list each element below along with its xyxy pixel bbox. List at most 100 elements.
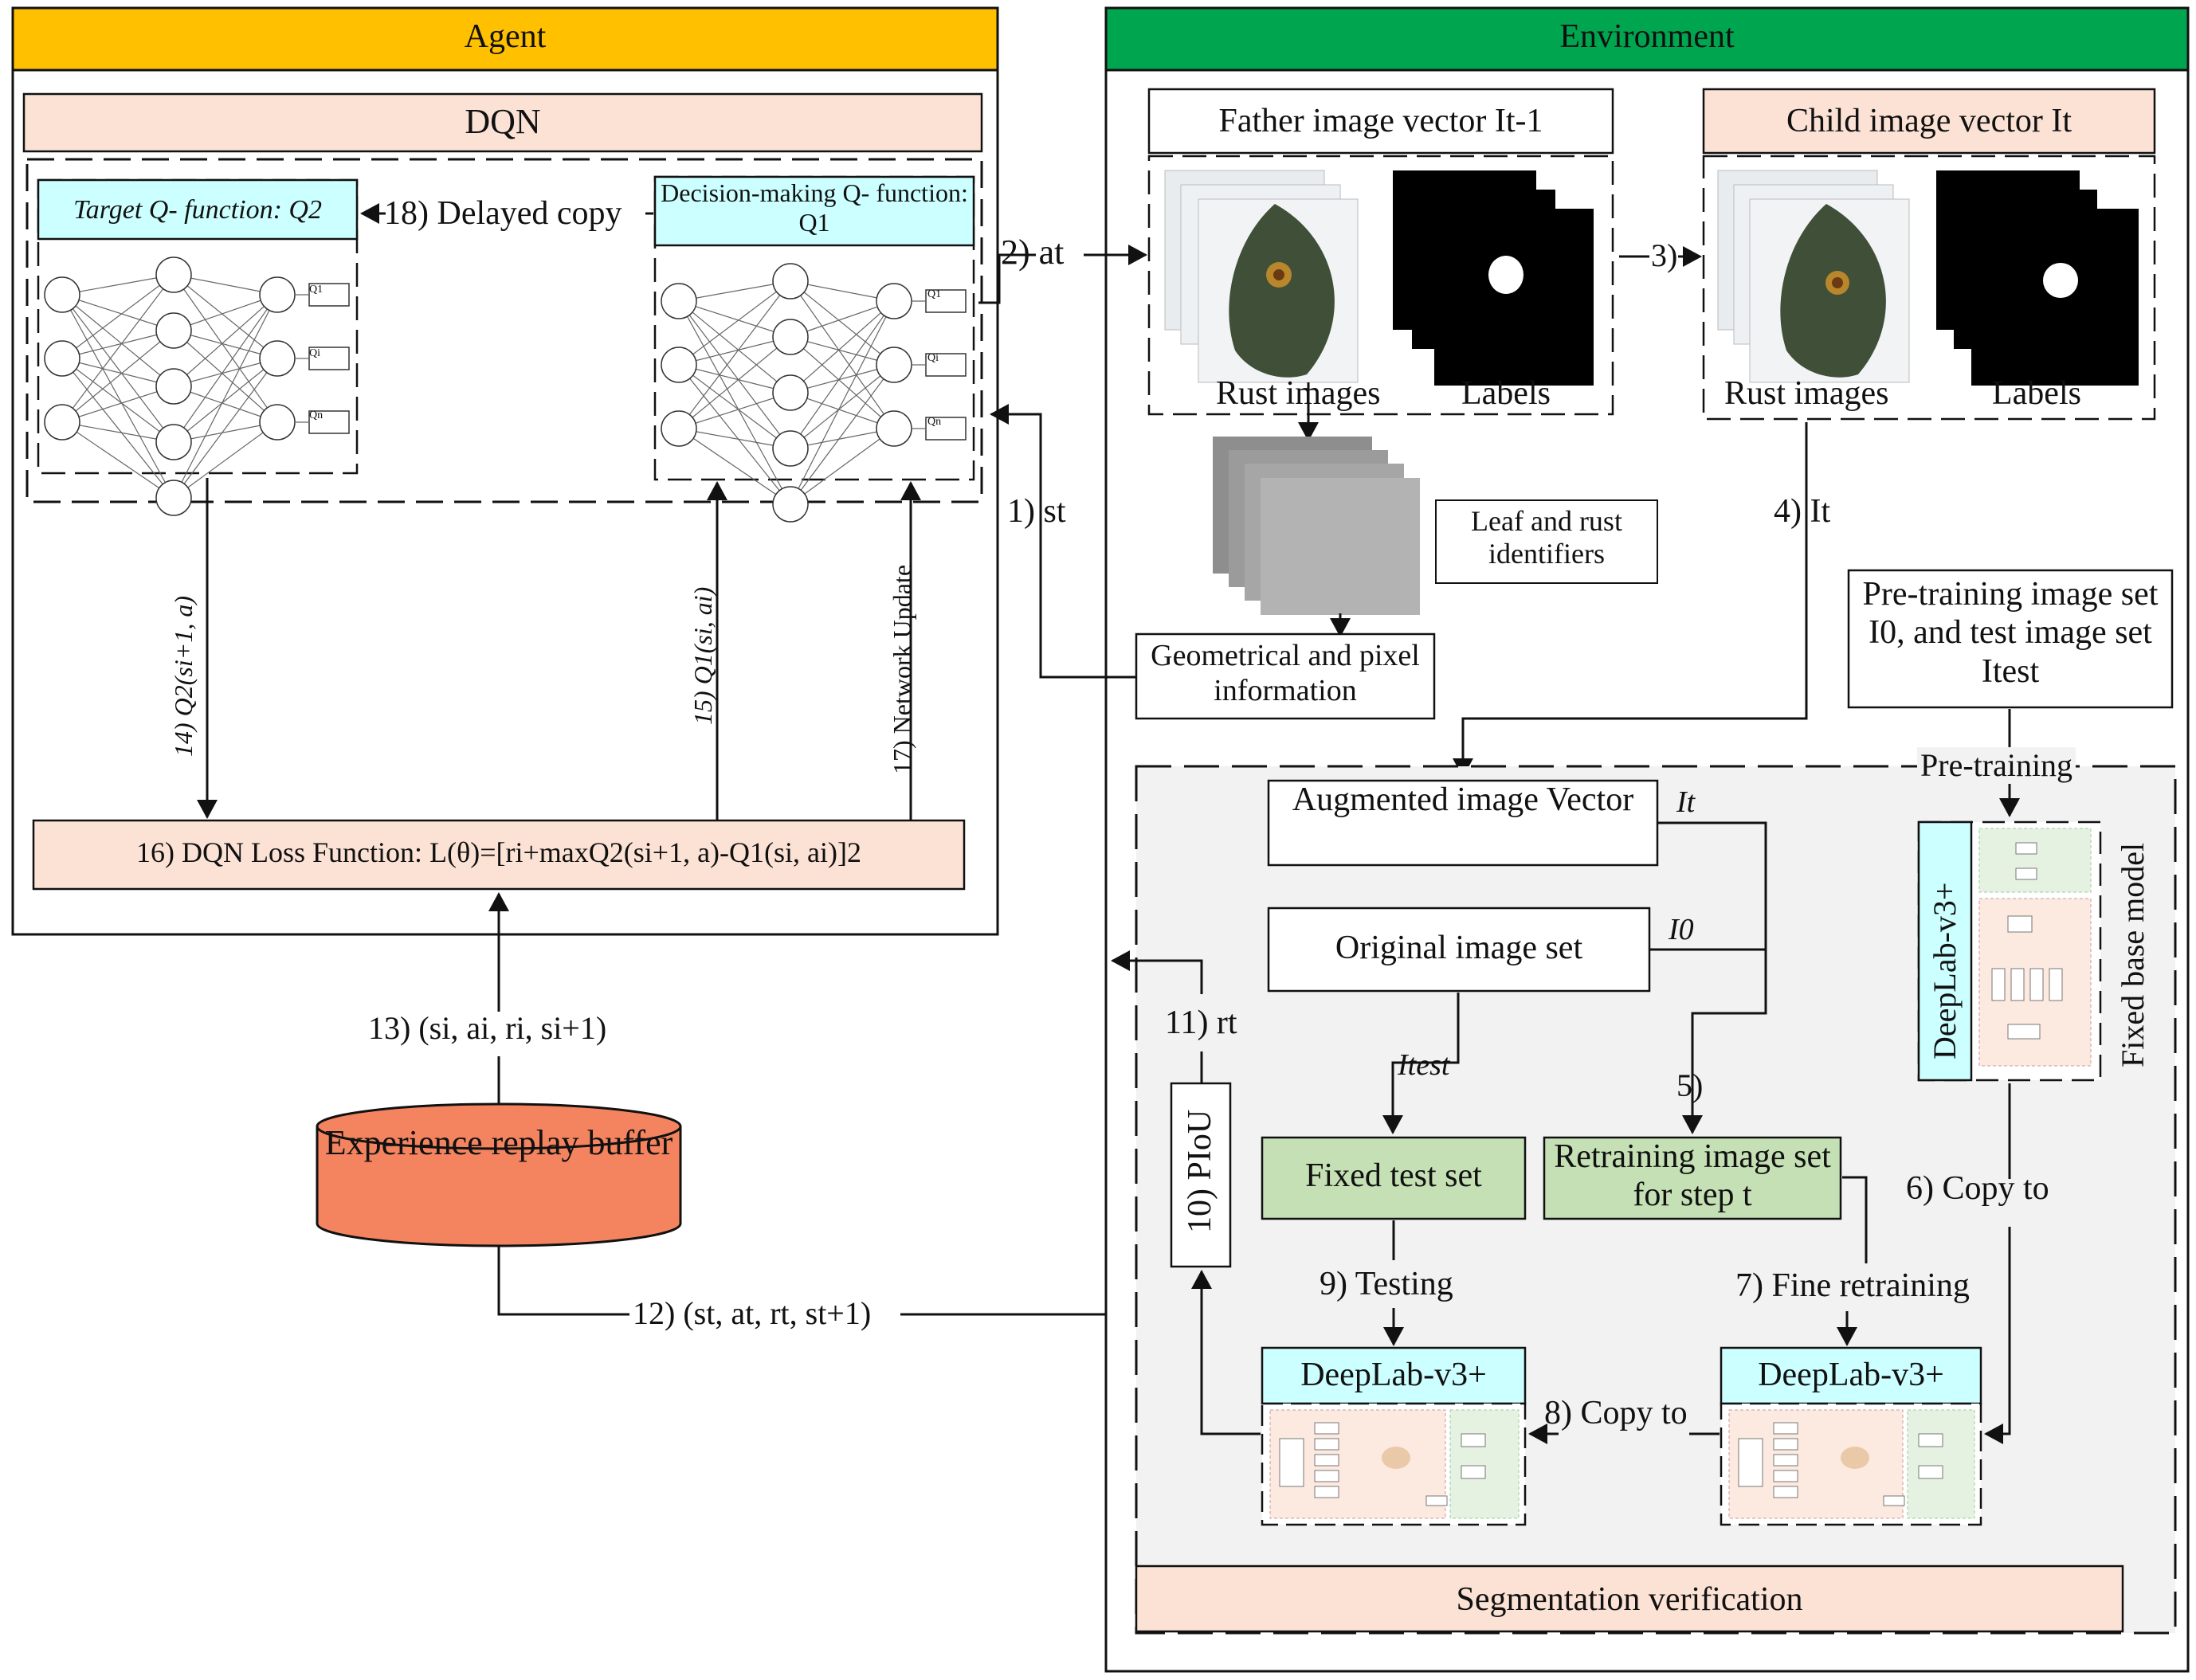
nn-edge xyxy=(678,428,791,505)
father-vector-box xyxy=(1147,88,1614,155)
loss-function-label: 16) DQN Loss Function: L(θ)=[ri+maxQ2(si… xyxy=(136,836,861,868)
deeplab-base-architecture xyxy=(1978,828,2092,1067)
deeplab-retrain-architecture xyxy=(1728,1409,1975,1519)
nn-edge xyxy=(173,358,278,499)
nn-edge xyxy=(61,386,175,423)
nn-node xyxy=(155,424,192,460)
edge-11 xyxy=(1111,950,1203,994)
nn-edge xyxy=(790,280,895,429)
nn-edge xyxy=(173,294,278,331)
edge-3-label: 3) xyxy=(1651,237,1678,273)
environment-panel xyxy=(1104,6,2190,1673)
nn-edge xyxy=(678,280,791,429)
deeplab-retrain-label: DeepLab-v3+ xyxy=(1758,1357,1944,1393)
nn-edge xyxy=(678,336,791,366)
nn-node xyxy=(44,340,80,377)
edge-6-label: 6) Copy to xyxy=(1906,1170,2049,1207)
nn-node xyxy=(44,276,80,313)
nn-edge xyxy=(61,330,175,423)
agent-header xyxy=(11,6,999,72)
decision-q-out-1: Q1 xyxy=(927,288,942,300)
edge-6 xyxy=(1984,1227,2011,1444)
nn-edge xyxy=(678,336,791,429)
nn-edge xyxy=(173,294,278,443)
decision-q-out-n: Qn xyxy=(927,416,942,428)
dqn-region xyxy=(25,158,983,503)
nn-edge xyxy=(173,274,278,423)
nn-node xyxy=(259,340,296,377)
nn-node xyxy=(772,374,809,411)
father-label-masks xyxy=(1393,170,1594,386)
nn-edge xyxy=(678,364,791,394)
nn-edge xyxy=(678,300,791,449)
identifier-stack xyxy=(1213,382,1420,637)
nn-output-box xyxy=(925,353,967,377)
child-vector-box xyxy=(1702,88,2156,155)
deeplab-base-label: DeepLab-v3+ xyxy=(1927,882,1963,1059)
nn-edge xyxy=(173,294,278,387)
nn-edge xyxy=(173,330,278,423)
nn-node xyxy=(155,257,192,293)
edge-11-label: 11) rt xyxy=(1165,1004,1237,1041)
edge-9-label: 9) Testing xyxy=(1320,1266,1453,1302)
loss-function-box xyxy=(32,819,966,891)
edge-17-label: 17) Network Update xyxy=(888,564,916,774)
augmented-vector-box xyxy=(1267,779,1659,867)
child-vector-label: Child image vector It xyxy=(1786,103,2072,139)
father-vector-label: Father image vector It-1 xyxy=(1218,103,1543,139)
edge-1 xyxy=(990,404,1136,679)
nn-edge xyxy=(61,421,175,443)
nn-edge xyxy=(61,274,175,359)
nn-edge xyxy=(173,274,278,359)
nn-output-box xyxy=(308,283,350,307)
nn-edge xyxy=(678,428,791,449)
nn-output-box xyxy=(308,347,350,370)
target-q-out-i: Qi xyxy=(309,347,320,359)
nn-edge xyxy=(790,364,895,449)
fixed-test-set-label: Fixed test set xyxy=(1305,1157,1482,1194)
nn-node xyxy=(661,410,697,447)
nn-output-box xyxy=(925,289,967,313)
nn-edge xyxy=(61,358,175,443)
nn-edge xyxy=(173,294,278,499)
original-set-label: Original image set xyxy=(1335,930,1583,966)
target-q-network xyxy=(37,178,359,516)
dqn-title: DQN xyxy=(465,102,541,141)
nn-edge xyxy=(61,330,175,359)
nn-node xyxy=(772,430,809,467)
augmented-vector-label: Augmented image Vector xyxy=(1292,781,1634,818)
fixed-test-set-box xyxy=(1261,1136,1527,1220)
edge-2-label: 2) at xyxy=(1001,233,1065,272)
nn-node xyxy=(876,347,912,383)
decision-q-out-i: Qi xyxy=(927,352,939,364)
nn-edge xyxy=(61,294,175,387)
agent-panel xyxy=(11,6,999,936)
edge-13-label: 13) (si, ai, ri, si+1) xyxy=(368,1010,607,1046)
nn-edge xyxy=(678,280,791,302)
nn-edge xyxy=(678,364,791,505)
decision-q-label: Decision-making Q- function: Q1 xyxy=(661,178,968,237)
fixed-base-model-label: Fixed base model xyxy=(2115,842,2151,1067)
edge-12-label: 12) (st, at, rt, st+1) xyxy=(633,1295,872,1331)
piou-label: 10) PIoU xyxy=(1182,1109,1218,1233)
nn-edge xyxy=(790,300,895,338)
nn-node xyxy=(44,404,80,441)
pretraining-set-box xyxy=(1847,569,2174,709)
agent-title: Agent xyxy=(464,18,547,55)
i0-small-label: I0 xyxy=(1669,913,1694,946)
nn-edge xyxy=(678,300,791,338)
nn-node xyxy=(155,312,192,349)
nn-edge xyxy=(790,364,895,505)
edge-10 xyxy=(1191,1270,1261,1435)
decision-q-network xyxy=(653,175,975,523)
nn-edge xyxy=(61,294,175,331)
nn-edge xyxy=(678,280,791,366)
nn-edge xyxy=(61,274,175,423)
nn-edge xyxy=(61,294,175,443)
it-small-label: It xyxy=(1676,785,1696,819)
nn-node xyxy=(772,486,809,523)
nn-edge xyxy=(678,300,791,505)
child-rust-images-label: Rust images xyxy=(1724,375,1889,412)
target-q-label: Target Q- function: Q2 xyxy=(73,195,322,225)
child-labels-label: Labels xyxy=(1992,375,2081,412)
